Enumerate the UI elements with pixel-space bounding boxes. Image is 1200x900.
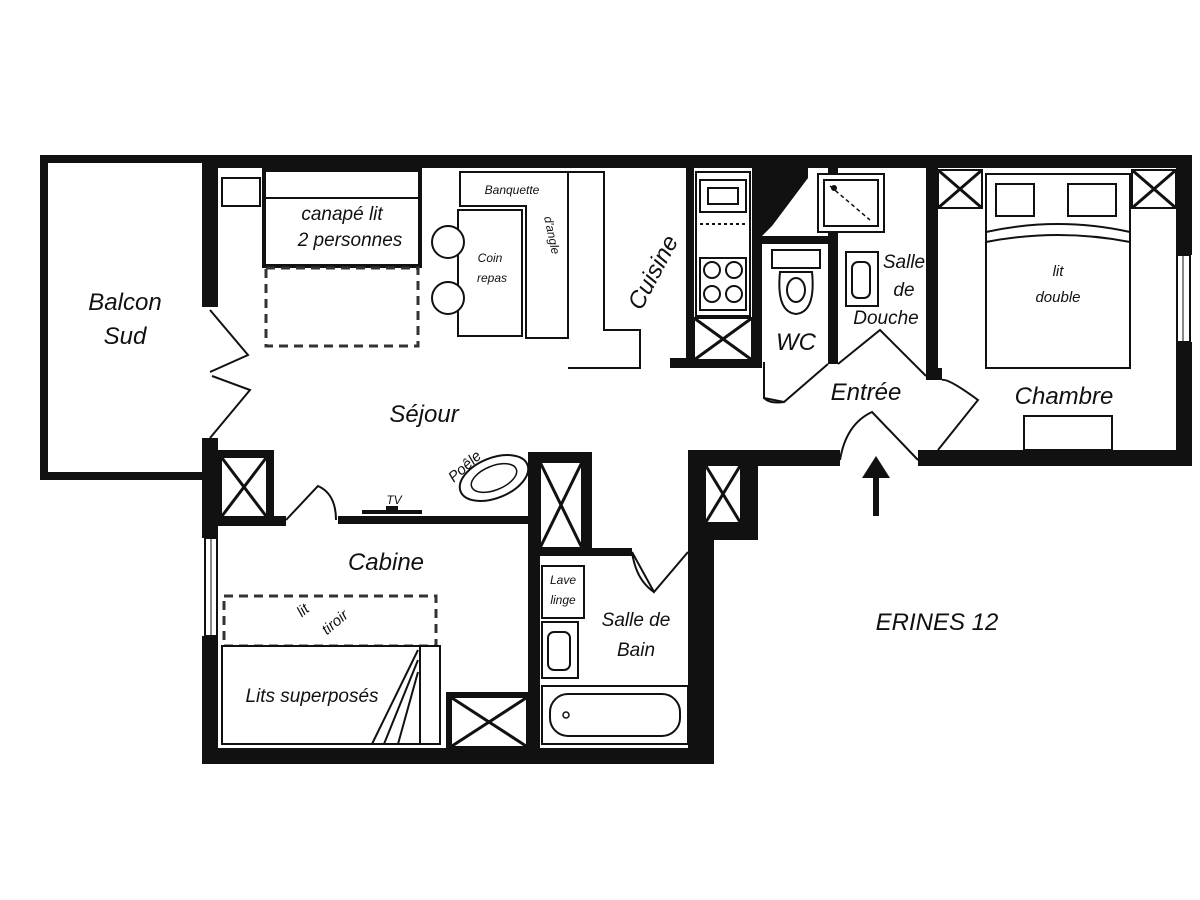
lave-linge-label-2: linge (550, 593, 576, 607)
poele (458, 454, 530, 502)
wc-door-arc (763, 397, 785, 404)
chair (431, 225, 465, 259)
closet-chambre-right (1131, 168, 1177, 210)
balcony-door-2[interactable] (209, 375, 252, 439)
balcony-door[interactable] (209, 309, 250, 373)
balcon-label: Balcon (88, 289, 161, 316)
angle-label: d'angle (541, 215, 563, 256)
shower (817, 173, 885, 233)
closets (214, 168, 1177, 750)
balcony (40, 155, 210, 480)
kitchen-furniture (695, 171, 751, 317)
chair-2 (431, 281, 465, 315)
balcon-label-2: Sud (104, 323, 147, 350)
side-table (221, 177, 261, 207)
closet-chambre-left (937, 168, 983, 210)
toilet (778, 271, 814, 316)
wc-douche-furniture (771, 173, 885, 316)
wc-label: WC (776, 329, 817, 356)
cabine-label: Cabine (348, 549, 424, 576)
coin-repas-label: Coin (478, 251, 503, 265)
entree-label: Entrée (831, 379, 902, 406)
wc-tank (771, 249, 821, 269)
douche-door[interactable] (837, 328, 927, 377)
canape-label: canapé lit (301, 204, 383, 225)
closet-cabine-bottom (446, 692, 532, 750)
bathroom-furniture (541, 565, 689, 745)
entrance-door[interactable] (839, 410, 919, 461)
closet-right (704, 465, 742, 523)
ladder (371, 649, 419, 745)
salle-de-bain-door-arc (631, 551, 655, 593)
lits-superposes-label: Lits superposés (245, 686, 379, 707)
lit-tiroir-label: lit (293, 600, 313, 621)
closet-bath (538, 461, 584, 549)
canape-label-2: 2 personnes (297, 230, 403, 251)
chambre-label: Chambre (1015, 383, 1114, 410)
kitchen-counter (568, 171, 641, 369)
exterior-walls (202, 155, 1192, 764)
salle-bain-label-2: Bain (617, 640, 655, 661)
pillow-2 (1067, 183, 1117, 217)
plan-title: ERINES 12 (876, 609, 999, 636)
sink (699, 179, 747, 213)
sejour-label: Séjour (389, 401, 459, 428)
lit-tiroir-label-2: tiroir (318, 606, 352, 638)
lit-double (985, 173, 1131, 369)
canape-lit (262, 168, 422, 268)
salle-de-bain-door[interactable] (631, 551, 689, 594)
closet-cabine-left (214, 450, 274, 524)
closet-kitchen (693, 316, 753, 362)
bathtub (541, 685, 689, 745)
salle-bain-label: Salle de (602, 610, 671, 631)
douche-label: Salle (883, 252, 925, 273)
wc-door[interactable] (763, 362, 829, 404)
cabine-furniture (221, 594, 441, 745)
sejour-furniture (221, 168, 641, 514)
chambre-furniture (985, 173, 1131, 451)
lave-linge (541, 565, 585, 619)
banquette-label: Banquette (485, 183, 540, 197)
chambre-door[interactable] (937, 378, 980, 451)
doors (209, 309, 980, 594)
windows (204, 254, 1191, 637)
cuisine-label: Cuisine (623, 231, 684, 314)
lit-double-label-2: double (1035, 289, 1080, 306)
coin-repas-label-2: repas (477, 271, 507, 285)
canape-lit-unfolded (264, 266, 420, 348)
douche-label-3: Douche (853, 308, 919, 329)
coin-repas-table (457, 209, 523, 337)
entrance-arrow-icon (862, 456, 890, 516)
dresser (1023, 415, 1113, 451)
room-labels: Balcon Sud Séjour Cuisine WC Salle de Do… (88, 231, 1113, 661)
pillow (995, 183, 1035, 217)
lave-linge-label: Lave (550, 573, 576, 587)
hob (699, 257, 747, 311)
cabine-door[interactable] (285, 484, 337, 521)
lit-double-label: lit (1053, 263, 1065, 280)
tv-label: TV (386, 493, 402, 507)
douche-label-2: de (893, 280, 914, 301)
